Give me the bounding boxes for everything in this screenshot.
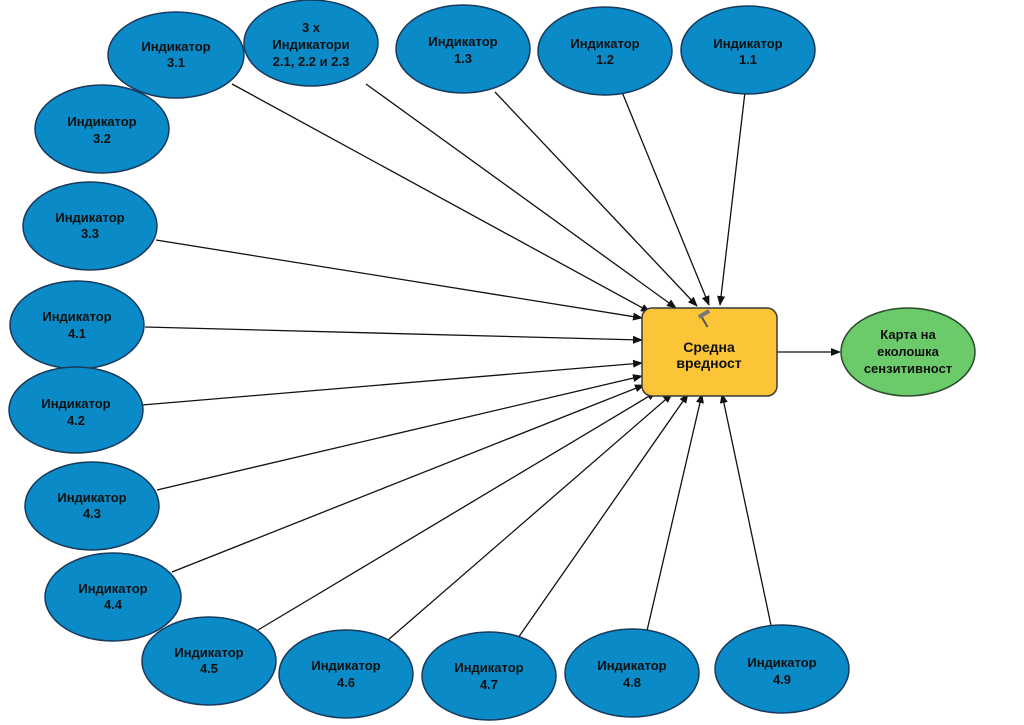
node-label: Индикатор [141, 39, 210, 54]
connector-4-2 [141, 359, 643, 406]
node-label: Индикатор [428, 34, 497, 49]
connector-4-9 [719, 393, 773, 631]
node-indicator-1-1[interactable]: Индикатор 1.1 [680, 5, 816, 95]
connector-4-4 [171, 384, 645, 573]
connector-4-7 [517, 393, 689, 639]
node-label: Индикатор [67, 114, 136, 129]
node-label: Индикатор [174, 645, 243, 660]
node-indicator-4-8[interactable]: Индикатор 4.8 [564, 628, 700, 718]
node-label: Индикатор [42, 309, 111, 324]
node-indicator-4-7[interactable]: Индикатор 4.7 [421, 631, 557, 721]
connector-3-3 [155, 239, 643, 321]
node-label: Индикатор [311, 658, 380, 673]
tool-label: вредност [676, 355, 741, 371]
output-node-sensitivity-map[interactable]: Карта на еколошка сензитивност [840, 307, 976, 397]
connector-1-3 [494, 91, 698, 307]
connector-multi [365, 83, 677, 309]
node-label: 4.9 [773, 672, 791, 687]
node-label: Индикатор [597, 658, 666, 673]
node-label: 3.1 [167, 55, 185, 70]
node-label: Индикатори [272, 37, 349, 52]
node-indicator-4-4[interactable]: Индикатор 4.4 [44, 552, 182, 642]
input-nodes: Индикатор 3.1 3 x Индикатори 2.1, 2.2 и … [8, 0, 850, 721]
connector-4-1 [144, 326, 643, 344]
node-label: 2.1, 2.2 и 2.3 [273, 54, 350, 69]
node-indicator-3-1[interactable]: Индикатор 3.1 [107, 11, 245, 99]
node-indicator-4-9[interactable]: Индикатор 4.9 [714, 624, 850, 714]
node-label: Индикатор [55, 210, 124, 225]
output-label: еколошка [877, 344, 940, 359]
node-label: 3 x [302, 20, 321, 35]
node-label: Индикатор [41, 396, 110, 411]
node-indicator-4-6[interactable]: Индикатор 4.6 [278, 629, 414, 719]
node-label: 4.2 [67, 413, 85, 428]
output-label: сензитивност [864, 361, 952, 376]
connector-3-1 [231, 83, 651, 313]
connector-4-8 [645, 393, 704, 636]
connector-1-2 [621, 91, 710, 306]
node-label: 4.1 [68, 326, 86, 341]
hammer-icon [697, 309, 711, 328]
node-label: Индикатор [747, 655, 816, 670]
node-indicator-3-3[interactable]: Индикатор 3.3 [22, 181, 158, 271]
tool-node-mean-value[interactable]: Средна вредност [641, 307, 778, 397]
connector-4-6 [387, 393, 673, 641]
node-indicator-4-3[interactable]: Индикатор 4.3 [24, 461, 160, 551]
node-label: Индикатор [57, 490, 126, 505]
node-label: 1.3 [454, 51, 472, 66]
node-label: Индикатор [454, 660, 523, 675]
node-indicator-4-1[interactable]: Индикатор 4.1 [9, 280, 145, 370]
node-label: Индикатор [78, 581, 147, 596]
node-indicator-3-2[interactable]: Индикатор 3.2 [34, 84, 170, 174]
node-label: 4.6 [337, 675, 355, 690]
node-label: 4.7 [480, 677, 498, 692]
node-label: 1.1 [739, 52, 757, 67]
node-indicator-1-2[interactable]: Индикатор 1.2 [537, 6, 673, 96]
node-label: 3.3 [81, 226, 99, 241]
node-label: 1.2 [596, 52, 614, 67]
connector-4-3 [156, 374, 643, 491]
node-label: 4.5 [200, 661, 218, 676]
node-label: Индикатор [713, 36, 782, 51]
output-label: Карта на [880, 327, 936, 342]
tool-label: Средна [683, 339, 735, 355]
node-label: 4.3 [83, 506, 101, 521]
node-label: Индикатор [570, 36, 639, 51]
node-label: 4.4 [104, 597, 123, 612]
connector-1-1 [717, 91, 746, 306]
connector-4-5 [257, 391, 657, 631]
node-label: 4.8 [623, 675, 641, 690]
node-indicator-4-5[interactable]: Индикатор 4.5 [141, 616, 277, 706]
node-indicator-1-3[interactable]: Индикатор 1.3 [395, 4, 531, 94]
connectors [141, 83, 841, 641]
node-indicators-2-1-2-2-2-3[interactable]: 3 x Индикатори 2.1, 2.2 и 2.3 [243, 0, 379, 87]
node-indicator-4-2[interactable]: Индикатор 4.2 [8, 366, 144, 454]
node-label: 3.2 [93, 131, 111, 146]
